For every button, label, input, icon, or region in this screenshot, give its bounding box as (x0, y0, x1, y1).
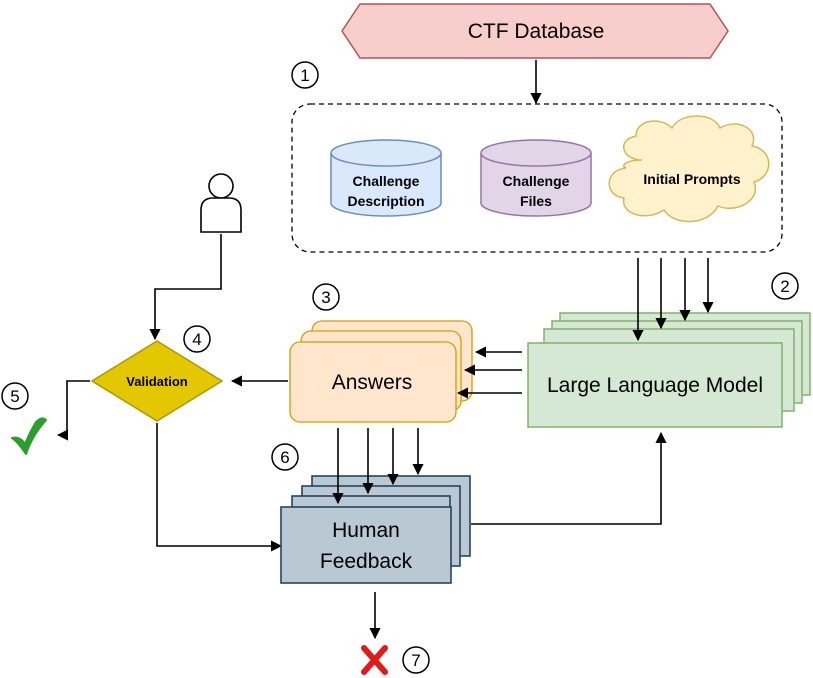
cross-icon (361, 645, 388, 675)
validation-node: Validation (90, 340, 224, 422)
step-4-marker: 4 (183, 325, 211, 353)
feedback-label-line1: Human (332, 519, 400, 542)
step-4-label: 4 (192, 330, 201, 349)
validation-to-feedback-arrow (156, 423, 283, 552)
user-to-validation-arrow (149, 234, 222, 341)
validation-label: Validation (126, 374, 187, 389)
user-icon (200, 173, 242, 233)
step-1-marker: 1 (291, 61, 319, 89)
challenge-description-line2: Description (347, 193, 424, 209)
step-5-label: 5 (10, 387, 19, 406)
step-1-label: 1 (300, 66, 309, 85)
step-5-marker: 5 (1, 382, 29, 410)
llm-node: Large Language Model (527, 312, 811, 428)
step-6-label: 6 (280, 448, 289, 467)
feedback-to-llm-arrow (471, 431, 667, 525)
validation-to-success-arrow (56, 380, 90, 441)
challenge-description-node: Challenge Description (330, 139, 442, 217)
step-2-marker: 2 (771, 272, 799, 300)
ctf-database-label: CTF Database (468, 20, 605, 43)
ctf-database-node: CTF Database (341, 3, 729, 59)
step-7-marker: 7 (402, 646, 430, 674)
answers-node: Answers (289, 320, 473, 423)
challenge-files-node: Challenge Files (480, 139, 592, 217)
initial-prompts-node: Initial Prompts (608, 115, 770, 223)
checkmark-icon (11, 417, 47, 455)
llm-to-answers-arrows (456, 346, 522, 399)
step-7-label: 7 (411, 651, 420, 670)
answers-label: Answers (332, 371, 413, 394)
step-2-label: 2 (780, 277, 789, 296)
inputs-group (291, 103, 783, 253)
challenge-files-line2: Files (520, 193, 552, 209)
llm-label: Large Language Model (547, 374, 763, 397)
human-feedback-node: Human Feedback (280, 475, 471, 584)
step-3-marker: 3 (312, 283, 340, 311)
challenge-files-line1: Challenge (503, 173, 570, 189)
inputs-to-llm-arrows (632, 258, 714, 342)
challenge-description-line1: Challenge (353, 173, 420, 189)
initial-prompts-label: Initial Prompts (643, 171, 740, 187)
answers-to-feedback-arrows (332, 428, 424, 505)
step-3-label: 3 (321, 288, 330, 307)
step-6-marker: 6 (271, 443, 299, 471)
feedback-label-line2: Feedback (320, 550, 413, 573)
